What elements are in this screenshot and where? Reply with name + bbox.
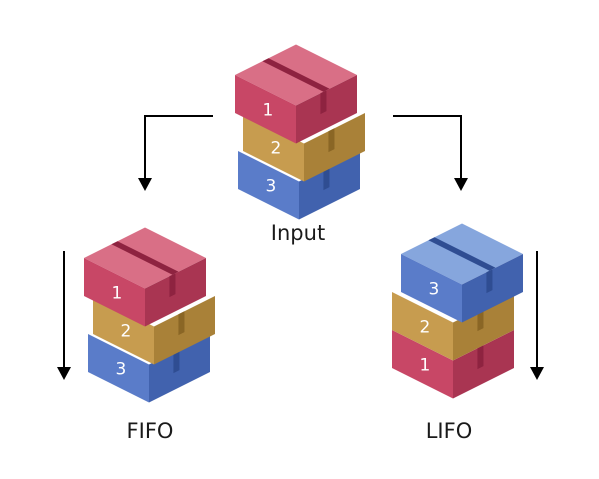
box-side-tape (477, 345, 484, 370)
box-front-face (93, 296, 154, 365)
arrow-input-to-lifo (393, 115, 468, 191)
box-tape (111, 241, 179, 275)
input-label: Input (271, 221, 325, 245)
box-number: 3 (116, 359, 127, 379)
lifo-order-arrow (530, 251, 544, 380)
box-side-tape (173, 349, 180, 374)
box-side-face (462, 254, 523, 323)
box-tape (428, 237, 496, 271)
box-blue: 3 (401, 223, 523, 323)
box-front-face (235, 75, 296, 144)
box-number: 3 (429, 279, 440, 299)
box-side-face (304, 113, 365, 182)
box-side-face (299, 151, 360, 220)
box-number: 1 (112, 283, 123, 303)
input-stack: 3 2 1 (235, 44, 365, 220)
box-gold: 2 (243, 113, 365, 182)
box-blue: 3 (238, 151, 360, 220)
box-side-tape (328, 128, 335, 153)
box-side-tape (320, 90, 327, 115)
box-front-face (243, 113, 304, 182)
box-number: 2 (121, 321, 132, 341)
box-tape (262, 58, 330, 92)
box-side-face (149, 334, 210, 403)
lifo-stack: 1 2 3 (392, 223, 523, 399)
box-blue: 3 (88, 334, 210, 403)
box-gold: 2 (93, 296, 215, 365)
box-number: 2 (271, 138, 282, 158)
fifo-order-arrow (57, 251, 71, 380)
box-side-face (296, 75, 357, 144)
box-front-face (392, 330, 453, 399)
box-number: 3 (266, 176, 277, 196)
box-side-face (154, 296, 215, 365)
box-side-tape (169, 273, 176, 298)
box-number: 1 (263, 100, 274, 120)
box-red: 1 (392, 330, 514, 399)
arrow-input-to-fifo (138, 115, 213, 191)
box-number: 2 (420, 317, 431, 337)
lifo-label: LIFO (426, 419, 473, 443)
box-red: 1 (84, 227, 206, 327)
fifo-label: FIFO (127, 419, 174, 443)
box-red: 1 (235, 44, 357, 144)
box-side-tape (323, 166, 330, 191)
box-front-face (401, 254, 462, 323)
box-front-face (88, 334, 149, 403)
box-side-face (453, 292, 514, 361)
box-number: 1 (420, 355, 431, 375)
box-front-face (84, 258, 145, 327)
box-side-face (145, 258, 206, 327)
fifo-stack: 3 2 1 (84, 227, 215, 403)
box-front-face (392, 292, 453, 361)
box-front-face (238, 151, 299, 220)
box-side-face (453, 330, 514, 399)
box-side-tape (178, 311, 185, 336)
box-side-tape (486, 269, 493, 294)
